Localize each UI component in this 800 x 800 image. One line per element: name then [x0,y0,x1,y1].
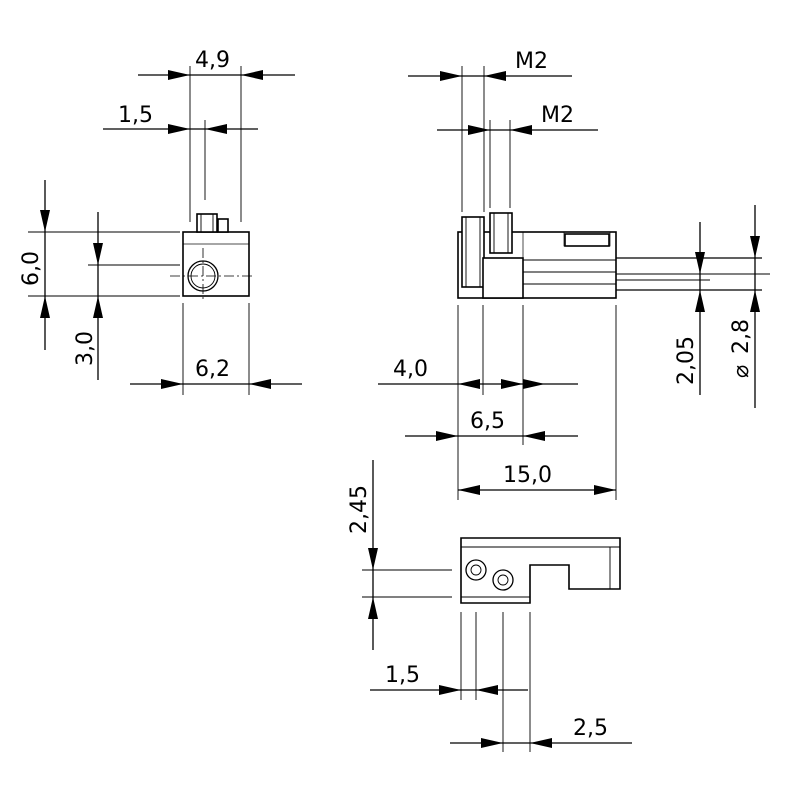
dim-side-65: 6,5 [470,409,505,434]
front-screw-right [217,218,229,233]
dim-side-205: 2,05 [674,336,699,385]
dim-bottom-245: 2,45 [347,485,372,534]
dim-bottom-25: 2,5 [573,716,608,741]
front-screw-left [196,213,218,233]
dim-front-height: 6,0 [19,251,44,286]
dim-side-thread1: M2 [515,49,548,74]
side-view: M2 M2 4,0 6,5 15,0 2,05 [378,49,770,500]
dim-side-4: 4,0 [393,357,428,382]
dim-side-diam: 2,8 [729,319,754,354]
bottom-hole-1 [465,559,487,581]
side-screw-2 [489,212,513,254]
side-screw-1 [461,216,485,288]
bottom-body [460,537,621,604]
dim-front-width: 6,2 [195,357,230,382]
dim-bottom-15: 1,5 [385,663,420,688]
diameter-symbol: ⌀ [729,365,754,378]
dim-side-thread2: M2 [541,103,574,128]
dim-front-second: 1,5 [118,103,153,128]
dim-front-top: 4,9 [195,48,230,73]
side-lens-block [482,257,524,299]
bottom-view: 2,45 1,5 2,5 [347,460,632,752]
bottom-hole-2 [492,569,514,591]
dim-side-15: 15,0 [503,463,552,488]
dim-front-half: 3,0 [73,331,98,366]
front-view: 4,9 1,5 6,0 3,0 6,2 [19,48,302,395]
